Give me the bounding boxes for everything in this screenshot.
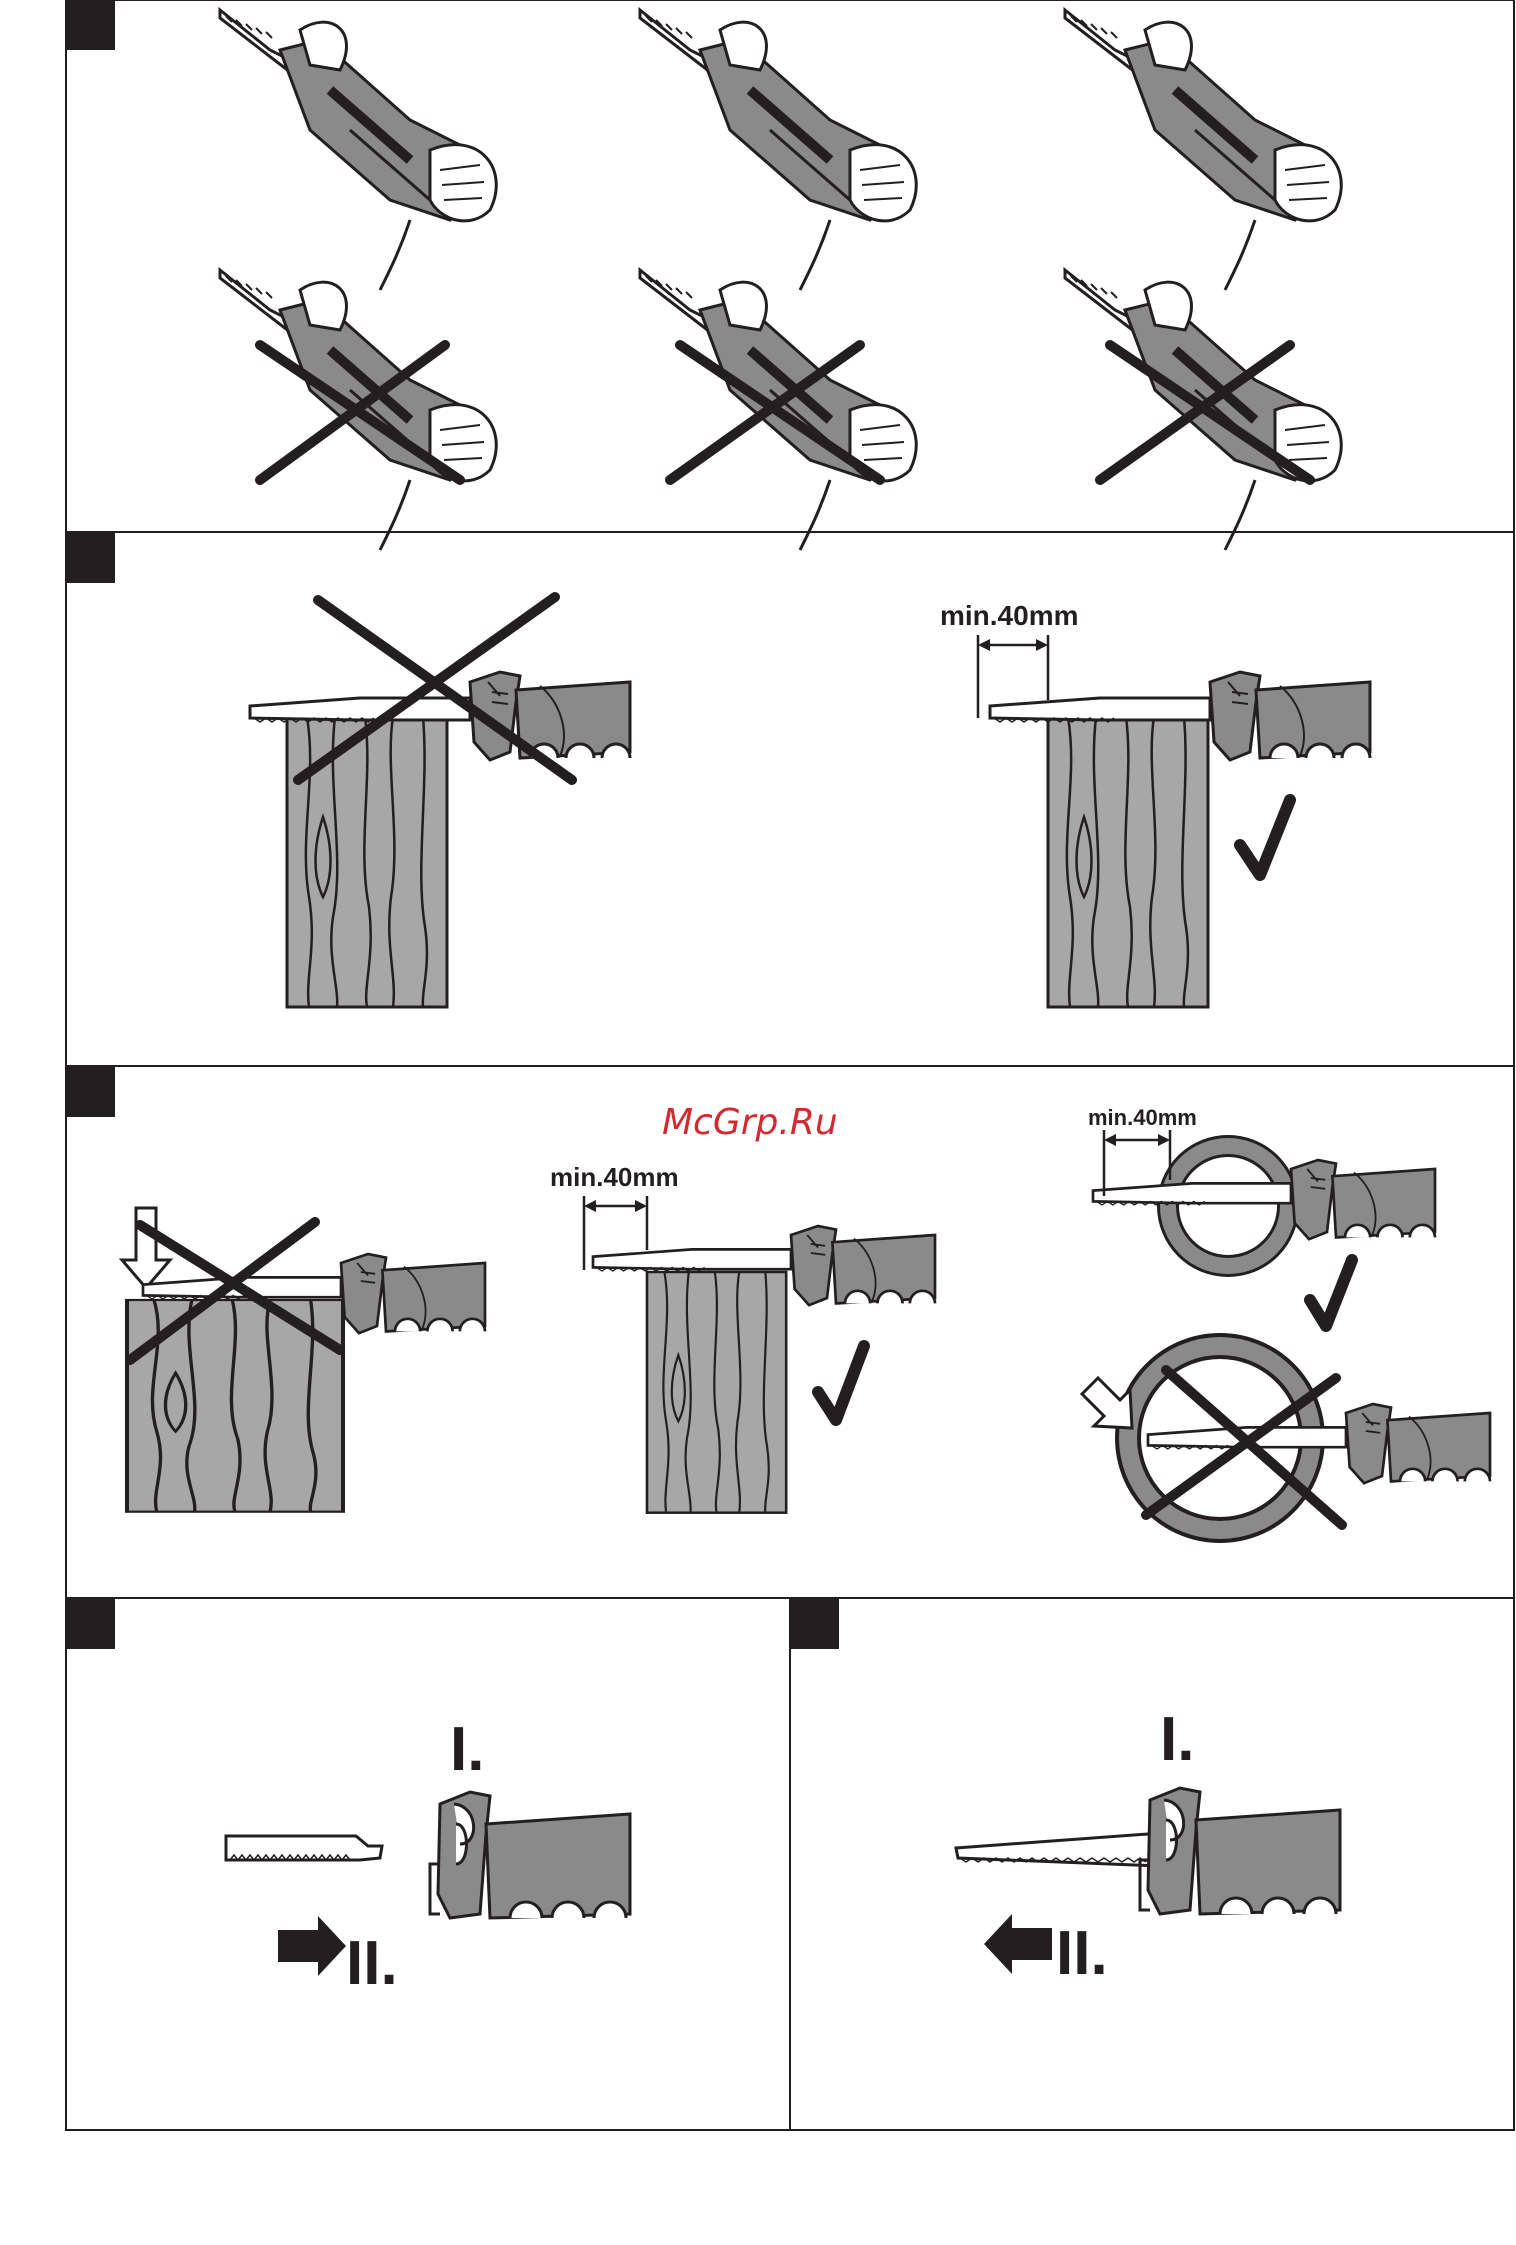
measure-label: min.40mm — [940, 600, 1079, 631]
saw-correct-grip-3 — [1065, 10, 1341, 290]
checkmark-icon — [1310, 1260, 1352, 1326]
press-down-arrow-icon — [122, 1208, 170, 1288]
pipe-correct — [1168, 1146, 1288, 1266]
arrow-left-icon — [984, 1914, 1052, 1974]
wood-board-correct — [1048, 717, 1208, 1007]
press-arrow-icon — [1082, 1378, 1132, 1428]
measure-label: min.40mm — [1088, 1105, 1197, 1130]
section-plunge-cut: min.40mm min.40mm — [122, 1105, 1490, 1530]
section-hand-position — [220, 10, 1341, 550]
section-blade-removal: I. II. — [226, 1715, 630, 1998]
step-two-label: II. — [1056, 1919, 1108, 1988]
saw-correct-grip-1 — [220, 10, 496, 290]
saw-correct-grip-2 — [640, 10, 916, 290]
section-blade-insertion: I. II. — [956, 1705, 1340, 1988]
watermark: McGrp.Ru — [662, 1102, 838, 1143]
saw-body-insert — [1140, 1788, 1340, 1914]
panel-marker-1 — [67, 0, 115, 50]
panel-marker-3 — [67, 1067, 115, 1117]
arrow-right-icon — [278, 1916, 346, 1976]
panel-marker-2 — [67, 533, 115, 583]
saw-body-release — [430, 1792, 630, 1918]
panel-marker-4 — [67, 1599, 115, 1649]
step-two-label: II. — [346, 1929, 398, 1998]
panel-marker-5 — [791, 1599, 839, 1649]
step-one-label: I. — [1160, 1705, 1194, 1774]
wood-board-wrong — [287, 717, 447, 1007]
wood-board-narrow — [647, 1272, 786, 1513]
section-blade-length: min.40mm — [250, 597, 1370, 1007]
step-one-label: I. — [450, 1715, 484, 1784]
checkmark-icon — [1240, 800, 1290, 875]
measure-label: min.40mm — [550, 1162, 679, 1192]
checkmark-icon — [818, 1346, 864, 1420]
loose-blade — [226, 1836, 382, 1860]
inserted-blade — [956, 1834, 1160, 1866]
